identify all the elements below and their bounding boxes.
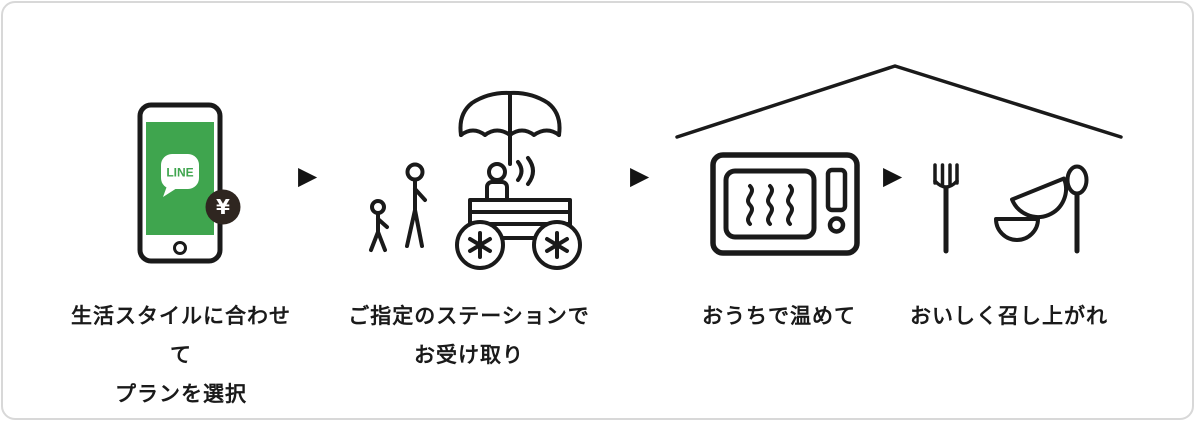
step-caption-pickup: ご指定のステーションで お受け取り [343, 297, 595, 375]
caption-line: プランを選択 [115, 383, 247, 406]
caption-line: おいしく召し上がれ [910, 305, 1108, 328]
arrow-icon: ▶ [298, 161, 318, 190]
microwave-body [710, 152, 860, 256]
microwave-knob [827, 216, 846, 234]
step-caption-eat: おいしく召し上がれ [906, 297, 1112, 336]
steam-icon [746, 184, 794, 226]
microwave-window [723, 168, 817, 240]
walking-person-icon [405, 162, 427, 248]
line-speech-bubble [161, 154, 199, 189]
cart-wheel-icon [455, 220, 505, 270]
arrow-icon: ▶ [883, 161, 903, 190]
spoon-icon [1065, 164, 1089, 254]
small-person-icon [369, 199, 389, 252]
yen-symbol: ¥ [216, 195, 230, 219]
caption-line: 生活スタイルに合わせて [71, 305, 291, 367]
microwave-control-panel [825, 167, 848, 213]
line-phone-icon: LINE ¥ [137, 102, 241, 264]
bowl-large-icon [1010, 176, 1068, 219]
arrow-icon: ▶ [630, 161, 650, 190]
phone-home-button [173, 241, 187, 255]
caption-line: ご指定のステーションで [348, 305, 590, 328]
speech-bubble-tail [163, 186, 177, 197]
step-caption-plan: 生活スタイルに合わせて プランを選択 [61, 297, 301, 414]
station-icon [369, 90, 582, 270]
signal-waves-icon [516, 156, 535, 186]
yen-badge [205, 189, 241, 225]
umbrella-icon [458, 90, 562, 166]
cart-wheel-icon [532, 220, 582, 270]
tableware-icon [933, 163, 1089, 254]
house-roof-icon [675, 64, 1123, 139]
microwave-icon [710, 152, 860, 256]
caption-line: おうちで温めて [702, 305, 856, 328]
fork-icon [933, 163, 959, 254]
step-caption-heat: おうちで温めて [700, 297, 858, 336]
line-logo-text: LINE [166, 166, 193, 180]
bowl-small-icon [994, 217, 1040, 242]
caption-line: お受け取り [414, 344, 524, 367]
